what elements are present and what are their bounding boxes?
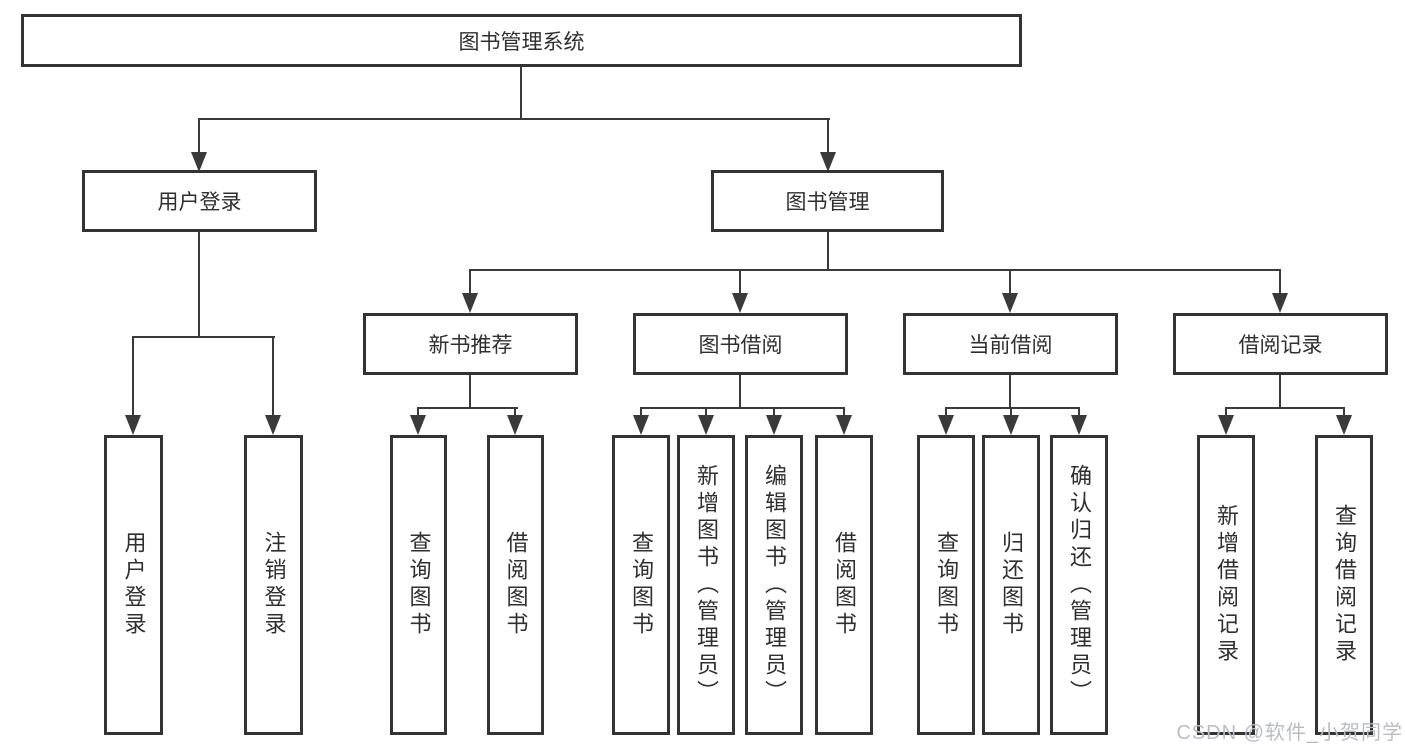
connector-drop-user-login xyxy=(198,118,200,154)
connector-drop-leaf xyxy=(640,407,642,417)
arrow-down-icon xyxy=(1003,415,1019,435)
connector-branch xyxy=(1225,407,1345,409)
watermark: CSDN @软件_小贺同学 xyxy=(1176,722,1403,744)
leaf-return-books-label: 归还图书 xyxy=(999,531,1024,639)
arrow-down-icon xyxy=(698,415,714,435)
connector-drop-leaf xyxy=(132,336,134,416)
connector-branch xyxy=(945,407,1080,409)
connector-drop-book-management xyxy=(827,118,829,154)
node-current-borrowing-label: 当前借阅 xyxy=(968,334,1053,357)
arrow-down-icon xyxy=(1071,415,1087,435)
connector-stem xyxy=(1279,375,1281,408)
leaf-logout-label: 注销登录 xyxy=(261,531,287,639)
node-book-borrowing-label: 图书借阅 xyxy=(698,334,783,357)
connector-user-login-branch xyxy=(132,336,275,338)
connector-drop-leaf xyxy=(1343,407,1345,417)
leaf-edit-books-admin: 编辑图书（管理员） xyxy=(745,435,803,735)
arrow-down-icon xyxy=(507,415,523,435)
leaf-add-books-admin: 新增图书（管理员） xyxy=(677,435,735,735)
connector-branch xyxy=(417,407,518,409)
connector-drop-module xyxy=(1279,269,1281,294)
leaf-query-borrow-record-label: 查询借阅记录 xyxy=(1332,504,1357,666)
connector-root-branch xyxy=(198,118,830,120)
leaf-return-books: 归还图书 xyxy=(982,435,1040,735)
leaf-query-books-current: 查询图书 xyxy=(917,435,975,735)
connector-drop-leaf xyxy=(1010,407,1012,417)
leaf-query-books-recommend: 查询图书 xyxy=(390,435,447,735)
connector-drop-leaf xyxy=(843,407,845,417)
arrow-down-icon xyxy=(462,293,478,313)
leaf-add-borrow-record-label: 新增借阅记录 xyxy=(1214,504,1239,666)
arrow-down-icon xyxy=(836,415,852,435)
node-book-system-root: 图书管理系统 xyxy=(21,14,1022,67)
connector-drop-module xyxy=(739,269,741,294)
leaf-user-login-label: 用户登录 xyxy=(121,531,147,639)
connector-drop-leaf xyxy=(705,407,707,417)
connector-branch xyxy=(640,407,845,409)
connector-user-login-stem xyxy=(198,232,200,337)
arrow-down-icon xyxy=(633,415,649,435)
node-book-management: 图书管理 xyxy=(711,170,944,232)
connector-drop-module xyxy=(469,269,471,294)
connector-root-stem xyxy=(520,67,522,119)
arrow-down-icon xyxy=(732,293,748,313)
arrow-down-icon xyxy=(191,152,207,172)
node-new-book-recommend: 新书推荐 xyxy=(363,313,578,375)
connector-book-management-stem xyxy=(827,232,829,270)
connector-drop-module xyxy=(1009,269,1011,294)
connector-book-management-branch xyxy=(469,269,1281,271)
arrow-down-icon xyxy=(265,415,281,435)
arrow-down-icon xyxy=(410,415,426,435)
connector-drop-leaf xyxy=(1225,407,1227,417)
leaf-add-books-admin-label: 新增图书（管理员） xyxy=(694,463,719,707)
leaf-query-borrow-record: 查询借阅记录 xyxy=(1315,435,1373,735)
leaf-query-books-current-label: 查询图书 xyxy=(934,531,959,639)
arrow-down-icon xyxy=(1218,415,1234,435)
connector-stem xyxy=(1009,375,1011,408)
node-book-management-label: 图书管理 xyxy=(785,191,870,214)
node-new-book-recommend-label: 新书推荐 xyxy=(428,334,513,357)
connector-drop-leaf xyxy=(1078,407,1080,417)
leaf-logout: 注销登录 xyxy=(244,435,303,735)
connector-stem xyxy=(739,375,741,408)
arrow-down-icon xyxy=(820,152,836,172)
node-borrowing-records-label: 借阅记录 xyxy=(1238,334,1323,357)
leaf-add-borrow-record: 新增借阅记录 xyxy=(1197,435,1255,735)
leaf-borrow-books-label: 借阅图书 xyxy=(832,531,857,639)
leaf-query-books-recommend-label: 查询图书 xyxy=(406,531,432,639)
connector-stem xyxy=(469,375,471,408)
leaf-borrow-books-recommend: 借阅图书 xyxy=(487,435,544,735)
connector-drop-leaf xyxy=(272,336,274,416)
leaf-confirm-return-admin: 确认归还（管理员） xyxy=(1050,435,1108,735)
node-borrowing-records: 借阅记录 xyxy=(1173,313,1388,375)
node-current-borrowing: 当前借阅 xyxy=(903,313,1118,375)
node-user-login-label: 用户登录 xyxy=(157,191,242,214)
connector-drop-leaf xyxy=(945,407,947,417)
leaf-borrow-books-recommend-label: 借阅图书 xyxy=(503,531,529,639)
connector-drop-leaf xyxy=(417,407,419,417)
arrow-down-icon xyxy=(938,415,954,435)
arrow-down-icon xyxy=(1272,293,1288,313)
arrow-down-icon xyxy=(125,415,141,435)
node-book-borrowing: 图书借阅 xyxy=(633,313,848,375)
leaf-edit-books-admin-label: 编辑图书（管理员） xyxy=(762,463,787,707)
connector-drop-leaf xyxy=(773,407,775,417)
node-user-login: 用户登录 xyxy=(82,170,317,232)
arrow-down-icon xyxy=(766,415,782,435)
arrow-down-icon xyxy=(1336,415,1352,435)
leaf-confirm-return-admin-label: 确认归还（管理员） xyxy=(1067,463,1092,707)
leaf-query-books-borrowing-label: 查询图书 xyxy=(629,531,654,639)
leaf-borrow-books: 借阅图书 xyxy=(815,435,873,735)
leaf-query-books-borrowing: 查询图书 xyxy=(612,435,670,735)
node-book-system-root-label: 图书管理系统 xyxy=(458,30,585,54)
arrow-down-icon xyxy=(1002,293,1018,313)
leaf-user-login: 用户登录 xyxy=(104,435,163,735)
connector-drop-leaf xyxy=(514,407,516,417)
